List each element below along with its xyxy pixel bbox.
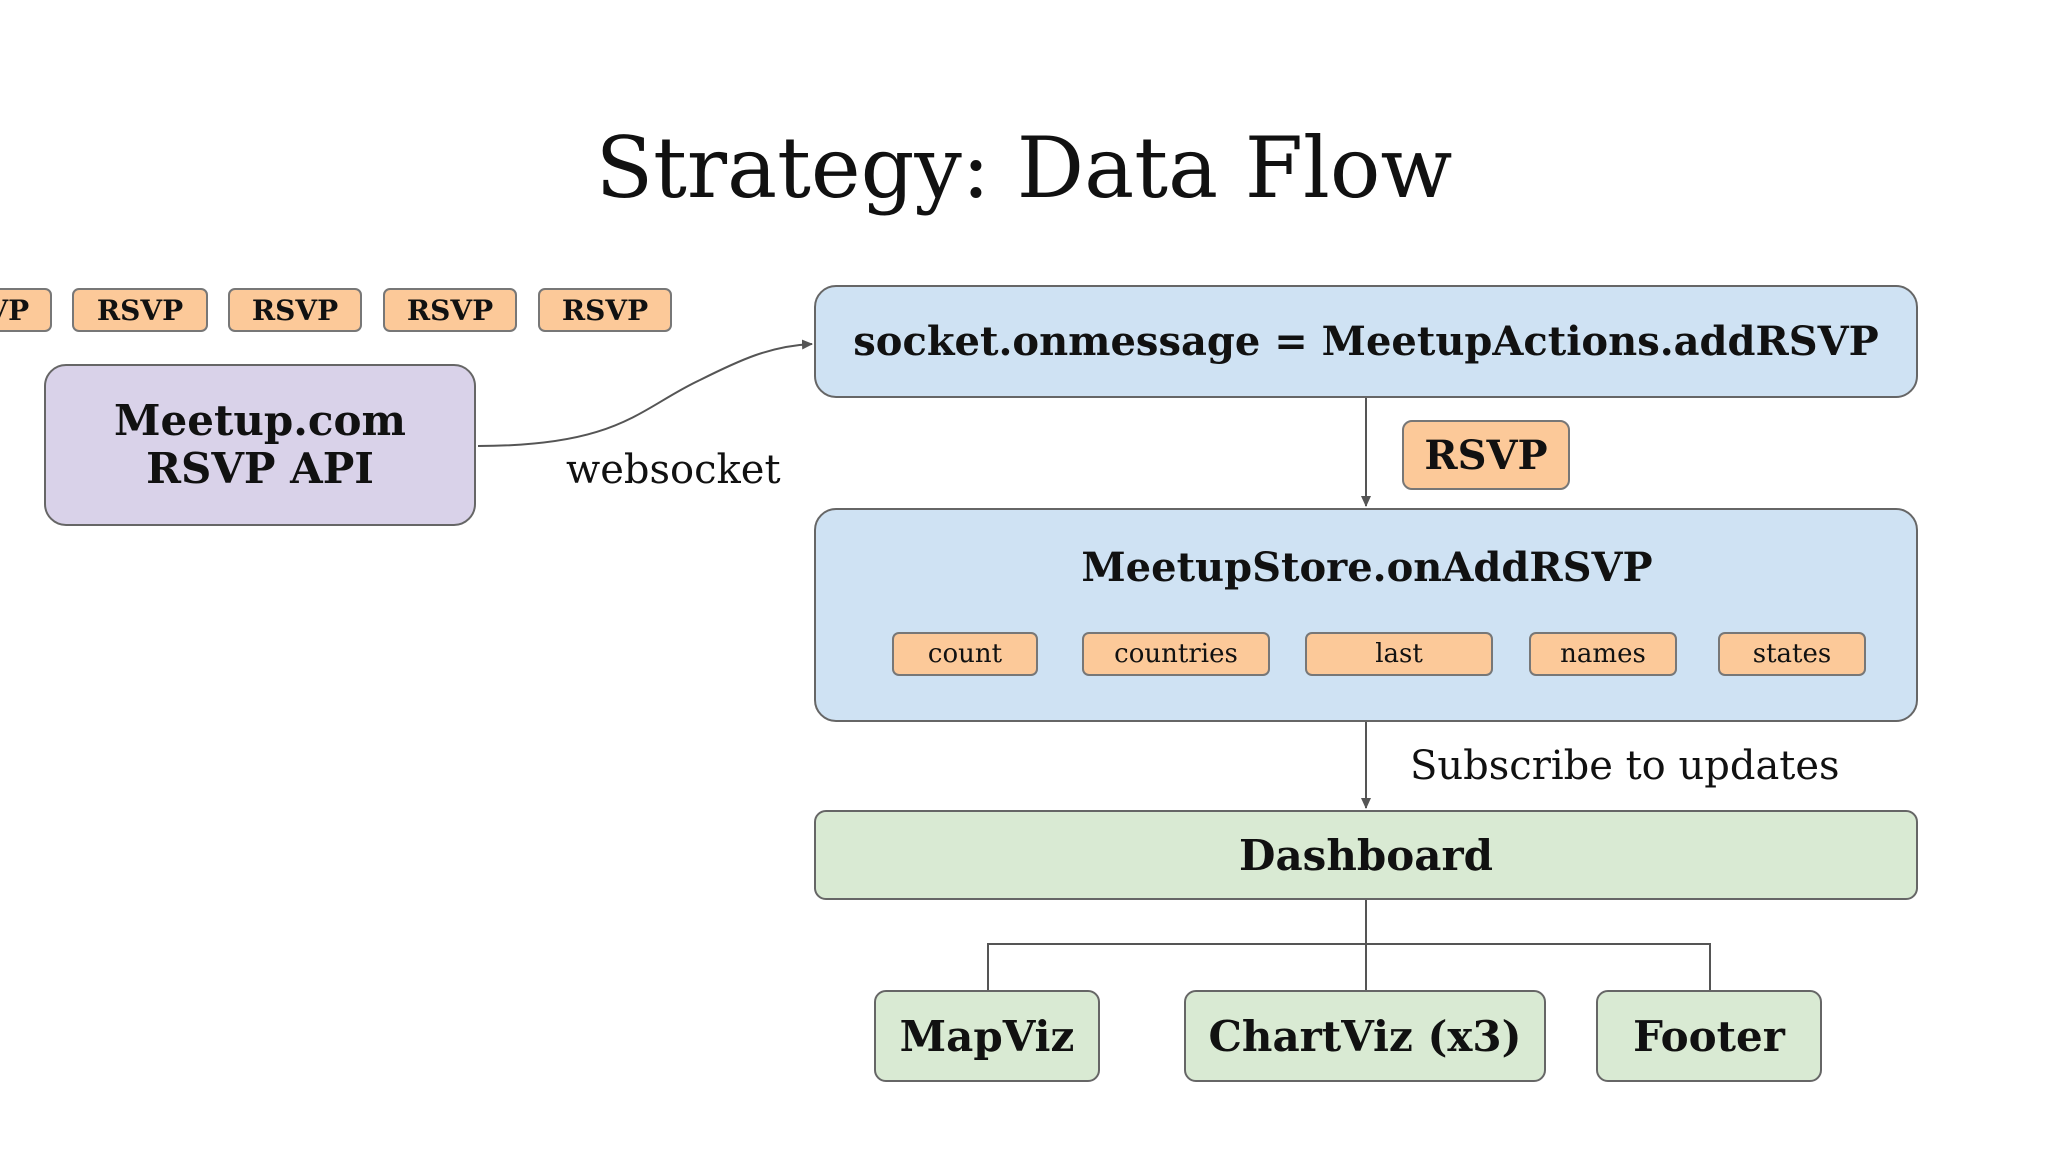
page-title: Strategy: Data Flow <box>595 119 1453 217</box>
store-field-chip: countries <box>1082 632 1270 676</box>
dashboard-tree-lines <box>987 900 1711 990</box>
source-line-1: Meetup.com <box>114 396 406 445</box>
chartviz-box: ChartViz (x3) <box>1184 990 1546 1082</box>
source-box: Meetup.com RSVP API <box>44 364 476 526</box>
payload-chip: RSVP <box>1402 420 1570 490</box>
dashboard-box: Dashboard <box>814 810 1918 900</box>
rsvp-stream-chip: RSVP <box>228 288 362 332</box>
rsvp-stream-chip: RSVP <box>538 288 672 332</box>
socket-handler-box: socket.onmessage = MeetupActions.addRSVP <box>814 285 1918 398</box>
websocket-arrow <box>477 339 813 447</box>
subscribe-label: Subscribe to updates <box>1410 743 1840 789</box>
rsvp-stream-chip: RSVP <box>383 288 517 332</box>
store-box <box>814 508 1918 722</box>
rsvp-stream-chip: RSVP <box>72 288 208 332</box>
store-field-chip: states <box>1718 632 1866 676</box>
store-field-chip: last <box>1305 632 1493 676</box>
footer-box: Footer <box>1596 990 1822 1082</box>
store-field-chip: names <box>1529 632 1677 676</box>
store-field-chip: count <box>892 632 1038 676</box>
websocket-label: websocket <box>566 447 781 493</box>
source-line-2: RSVP API <box>146 444 374 493</box>
rsvp-stream-chip: RSVP <box>0 288 52 332</box>
store-title: MeetupStore.onAddRSVP <box>1081 544 1653 591</box>
mapviz-box: MapViz <box>874 990 1100 1082</box>
